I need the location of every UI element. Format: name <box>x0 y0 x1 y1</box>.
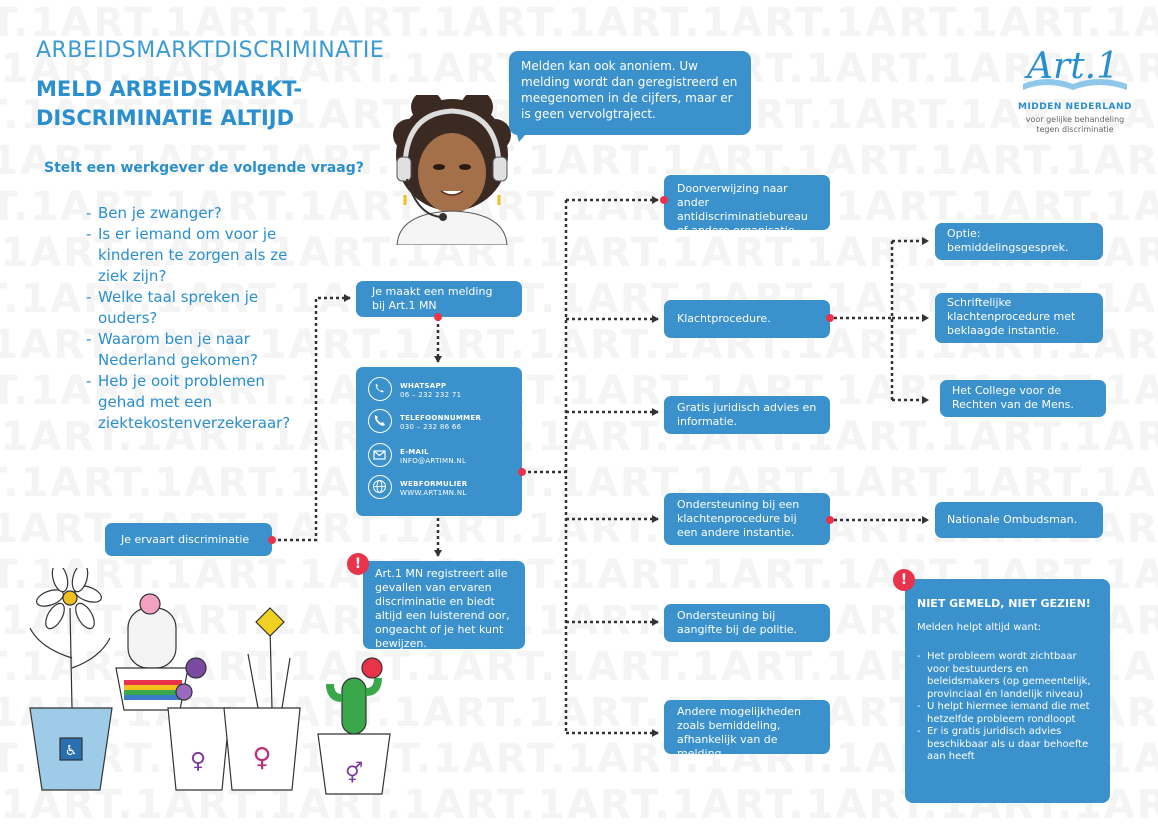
ombudsman-label: Nationale Ombudsman. <box>947 513 1078 526</box>
connector-start-report <box>272 294 351 542</box>
svg-text:Art.1: Art.1 <box>1024 46 1119 87</box>
option-box-other: Andere mogelijkheden zoals bemiddeling, … <box>664 700 830 760</box>
complaint-option-label: Schriftelijke klachtenprocedure met bekl… <box>947 296 1076 337</box>
question-item: Heb je ooit problemen gehad met een ziek… <box>86 371 301 434</box>
mail-icon <box>368 443 392 467</box>
report-box: Je maakt een melding bij Art.1 MN <box>356 281 522 317</box>
option-label: Andere mogelijkheden zoals bemiddeling, … <box>677 705 801 760</box>
option-box-police: Ondersteuning bij aangifte bij de politi… <box>664 604 830 642</box>
question-heading: Stelt een werkgever de volgende vraag? <box>44 160 364 176</box>
start-label: Je ervaart discriminatie <box>121 533 250 546</box>
option-label: Gratis juridisch advies en informatie. <box>677 401 817 428</box>
complaint-option-label: Het College voor de Rechten van de Mens. <box>952 384 1074 411</box>
notice-heading: NIET GEMELD, NIET GEZIEN! <box>917 597 1091 610</box>
contact-value: INFO@ARTIMN.NL <box>400 457 467 465</box>
question-item: Welke taal spreken je ouders? <box>86 287 301 329</box>
notice-item: Er is gratis juridisch advies beschikbaa… <box>917 726 1098 764</box>
contact-value: WWW.ART1MN.NL <box>400 489 467 497</box>
option-box-legal-advice: Gratis juridisch advies en informatie. <box>664 396 830 434</box>
connector-dot <box>268 536 276 544</box>
logo-region: MIDDEN NEDERLAND <box>1018 102 1132 112</box>
option-label: Klachtprocedure. <box>677 312 771 325</box>
notice-box: NIET GEMELD, NIET GEZIEN! Melden helpt a… <box>905 579 1110 803</box>
complaint-option-written: Schriftelijke klachtenprocedure met bekl… <box>935 293 1103 343</box>
connector-dot <box>660 196 668 204</box>
contact-label: WHATSAPP <box>400 382 447 390</box>
complaint-option-mediation: Optie: bemiddelingsgesprek. <box>935 223 1103 260</box>
contact-value: 030 – 232 86 66 <box>400 423 462 431</box>
notice-list: Het probleem wordt zichtbaar voor bestuu… <box>917 651 1098 764</box>
connector-dot <box>434 313 442 321</box>
logo: Art.1 MIDDEN NEDERLAND voor gelijke beha… <box>1010 40 1140 140</box>
report-label: Je maakt een melding bij Art.1 MN <box>372 285 493 312</box>
contact-value: 06 – 232 232 71 <box>400 391 462 399</box>
alert-icon: ! <box>347 553 369 575</box>
svg-text:♀: ♀ <box>190 749 206 774</box>
option-label: Ondersteuning bij aangifte bij de politi… <box>677 609 798 636</box>
registration-note: Art.1 MN registreert alle gevallen van e… <box>363 561 525 650</box>
phone-icon <box>368 409 392 433</box>
alert-icon: ! <box>893 569 915 591</box>
speech-bubble: Melden kan ook anoniem. Uw melding wordt… <box>509 51 751 135</box>
connector-dot <box>826 314 834 322</box>
contacts-box: WHATSAPP 06 – 232 232 71 TELEFOONNUMMER … <box>356 367 522 516</box>
registration-note-text: Art.1 MN registreert alle gevallen van e… <box>375 567 510 650</box>
book-icon: Art.1 <box>1023 46 1127 90</box>
option-box-complaint: Klachtprocedure. <box>664 300 830 338</box>
notice-intro: Melden helpt altijd want: <box>917 622 1042 633</box>
speech-bubble-tail <box>515 128 531 142</box>
logo-tagline-1: voor gelijke behandeling <box>1025 115 1125 124</box>
start-box: Je ervaart discriminatie <box>105 523 272 556</box>
notice-item: U helpt hiermee iemand die met hetzelfde… <box>917 701 1098 726</box>
question-item: Waarom ben je naar Nederland gekomen? <box>86 329 301 371</box>
question-list: Ben je zwanger? Is er iemand om voor je … <box>86 203 301 434</box>
helpdesk-person-illustration <box>393 95 511 245</box>
svg-text:♀: ♀ <box>252 743 271 773</box>
contact-label: TELEFOONNUMMER <box>400 414 482 422</box>
option-label: Ondersteuning bij een klachtenprocedure … <box>677 498 800 539</box>
option-label: Doorverwijzing naar ander antidiscrimina… <box>677 182 808 237</box>
complaint-option-label: Optie: bemiddelingsgesprek. <box>947 227 1069 254</box>
connector-dot <box>518 468 526 476</box>
globe-icon <box>368 475 392 499</box>
svg-text:♿: ♿ <box>65 743 78 759</box>
complaint-option-college: Het College voor de Rechten van de Mens. <box>940 380 1106 417</box>
svg-text:⚥: ⚥ <box>345 761 363 785</box>
contact-label: WEBFORMULIER <box>400 480 468 488</box>
contact-label: E-MAIL <box>400 448 429 456</box>
option-box-referral: Doorverwijzing naar ander antidiscrimina… <box>664 175 830 237</box>
option-box-other-instance: Ondersteuning bij een klachtenprocedure … <box>664 493 830 545</box>
page-title: MELD ARBEIDSMARKT-DISCRIMINATIE ALTIJD <box>36 77 303 130</box>
whatsapp-icon <box>368 377 392 401</box>
page-supertitle: ARBEIDSMARKTDISCRIMINATIE <box>36 38 385 63</box>
question-item: Ben je zwanger? <box>86 203 301 224</box>
question-item: Is er iemand om voor je kinderen te zorg… <box>86 224 301 287</box>
logo-tagline-2: tegen discriminatie <box>1036 125 1114 134</box>
connector-dot <box>826 516 834 524</box>
flower-pots-illustration: ♿ ♀ ♀ ⚥ <box>29 568 391 795</box>
notice-item: Het probleem wordt zichtbaar voor bestuu… <box>917 651 1098 701</box>
ombudsman-box: Nationale Ombudsman. <box>935 502 1103 538</box>
